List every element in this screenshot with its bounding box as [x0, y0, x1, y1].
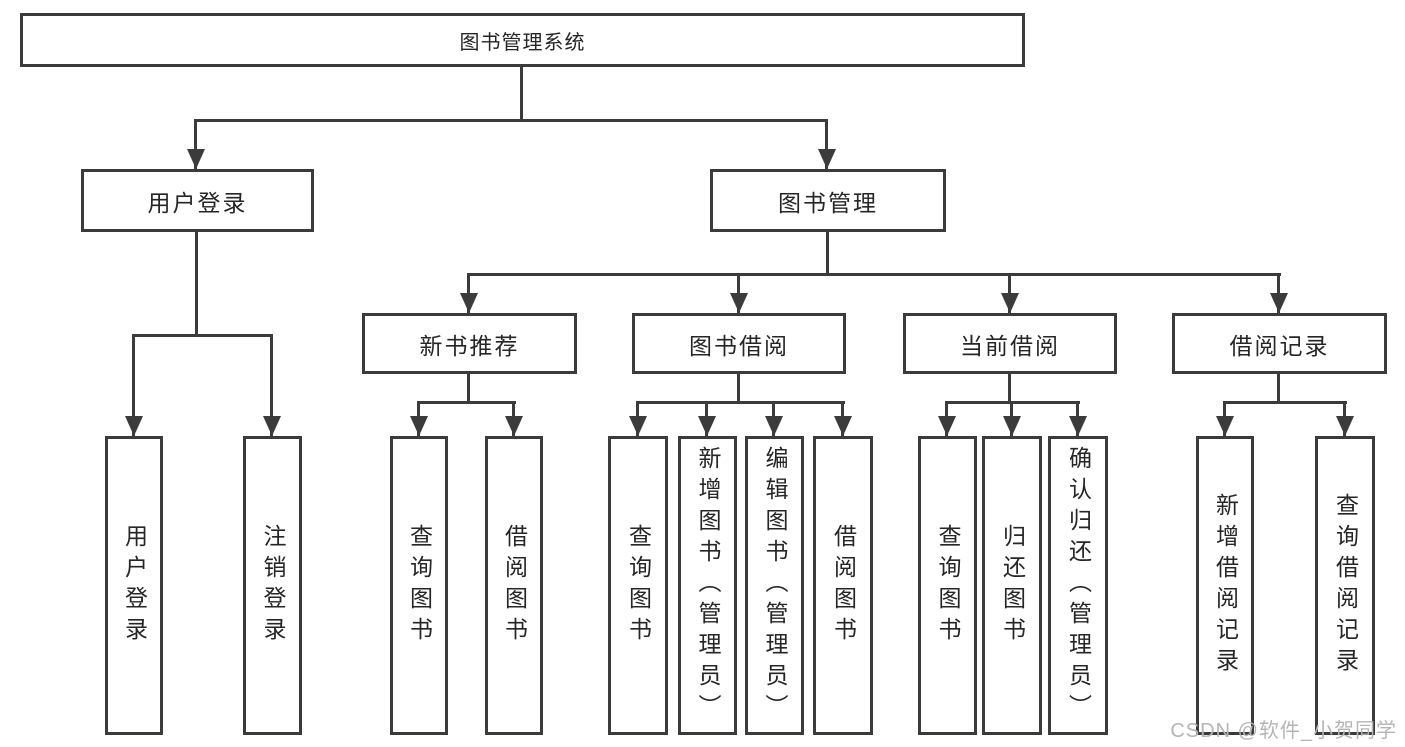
- connector-line: [270, 334, 273, 436]
- leaf-query-books-recommend: 查询图书: [390, 436, 448, 735]
- connector-line: [132, 334, 273, 337]
- arrow-down-icon: [1336, 416, 1354, 436]
- arrow-down-icon: [698, 416, 716, 436]
- arrow-down-icon: [505, 416, 523, 436]
- leaf-query-books-current-label: 查询图书: [935, 523, 961, 648]
- node-root-label: 图书管理系统: [459, 31, 586, 54]
- connector-line: [1277, 374, 1280, 403]
- connector-line: [1008, 374, 1011, 403]
- arrow-down-icon: [629, 416, 647, 436]
- arrow-down-icon: [187, 149, 205, 169]
- leaf-user-login-label: 用户登录: [121, 523, 148, 648]
- arrow-down-icon: [1069, 416, 1087, 436]
- leaf-borrow-books-recommend-label: 借阅图书: [501, 523, 528, 648]
- connector-line: [195, 232, 198, 336]
- leaf-edit-books-admin: 编辑图书（管理员）: [745, 436, 804, 735]
- connector-line: [467, 374, 470, 403]
- leaf-borrow-books: 借阅图书: [813, 436, 873, 735]
- connector-line: [417, 401, 516, 404]
- connector-line: [194, 119, 197, 169]
- leaf-query-books-recommend-label: 查询图书: [406, 523, 433, 648]
- connector-line: [825, 119, 828, 169]
- leaf-add-books-admin-label: 新增图书（管理员）: [695, 446, 721, 725]
- arrow-down-icon: [1216, 416, 1234, 436]
- arrow-down-icon: [1003, 416, 1021, 436]
- leaf-add-borrow-record-label: 新增借阅记录: [1212, 492, 1239, 679]
- node-new-book-recommend-label: 新书推荐: [419, 332, 520, 359]
- arrow-down-icon: [410, 416, 428, 436]
- arrow-down-icon: [765, 416, 783, 436]
- arrow-down-icon: [938, 416, 956, 436]
- node-user-login: 用户登录: [81, 169, 314, 232]
- leaf-logout: 注销登录: [243, 436, 302, 735]
- leaf-query-books-current: 查询图书: [918, 436, 977, 735]
- connector-line: [195, 119, 828, 122]
- leaf-query-books-borrow-label: 查询图书: [625, 523, 652, 648]
- connector-line: [132, 334, 135, 436]
- arrow-down-icon: [1001, 293, 1019, 313]
- arrow-down-icon: [460, 293, 478, 313]
- leaf-query-books-borrow: 查询图书: [608, 436, 668, 735]
- leaf-borrow-books-recommend: 借阅图书: [485, 436, 543, 735]
- leaf-borrow-books-label: 借阅图书: [830, 523, 857, 648]
- arrow-down-icon: [125, 416, 143, 436]
- leaf-confirm-return-admin-label: 确认归还（管理员）: [1065, 446, 1092, 725]
- node-book-borrow: 图书借阅: [632, 313, 846, 374]
- leaf-add-books-admin: 新增图书（管理员）: [678, 436, 737, 735]
- connector-line: [520, 67, 523, 121]
- arrow-down-icon: [730, 293, 748, 313]
- leaf-return-books: 归还图书: [982, 436, 1042, 735]
- connector-line: [1223, 401, 1347, 404]
- arrow-down-icon: [263, 416, 281, 436]
- leaf-query-borrow-record-label: 查询借阅记录: [1332, 492, 1359, 679]
- leaf-edit-books-admin-label: 编辑图书（管理员）: [762, 446, 788, 725]
- node-root: 图书管理系统: [20, 13, 1025, 67]
- node-new-book-recommend: 新书推荐: [362, 313, 577, 374]
- csdn-watermark: CSDN @软件_小贺同学: [1170, 720, 1397, 742]
- connector-line: [636, 401, 845, 404]
- leaf-user-login: 用户登录: [105, 436, 163, 735]
- node-book-mgmt: 图书管理: [710, 169, 946, 232]
- leaf-query-borrow-record: 查询借阅记录: [1315, 436, 1375, 735]
- node-current-borrow: 当前借阅: [903, 313, 1117, 374]
- node-borrow-records: 借阅记录: [1172, 313, 1387, 374]
- node-borrow-records-label: 借阅记录: [1229, 332, 1330, 359]
- connector-line: [737, 374, 740, 403]
- leaf-confirm-return-admin: 确认归还（管理员）: [1048, 436, 1108, 735]
- node-book-mgmt-label: 图书管理: [778, 189, 878, 216]
- arrow-down-icon: [818, 149, 836, 169]
- leaf-add-borrow-record: 新增借阅记录: [1196, 436, 1254, 735]
- leaf-return-books-label: 归还图书: [999, 523, 1026, 648]
- leaf-logout-label: 注销登录: [260, 523, 286, 648]
- connector-line: [826, 232, 829, 275]
- node-current-borrow-label: 当前借阅: [960, 332, 1060, 359]
- arrow-down-icon: [1270, 293, 1288, 313]
- arrow-down-icon: [834, 416, 852, 436]
- node-book-borrow-label: 图书借阅: [689, 332, 789, 359]
- connector-line: [467, 273, 1281, 276]
- node-user-login-label: 用户登录: [147, 189, 248, 216]
